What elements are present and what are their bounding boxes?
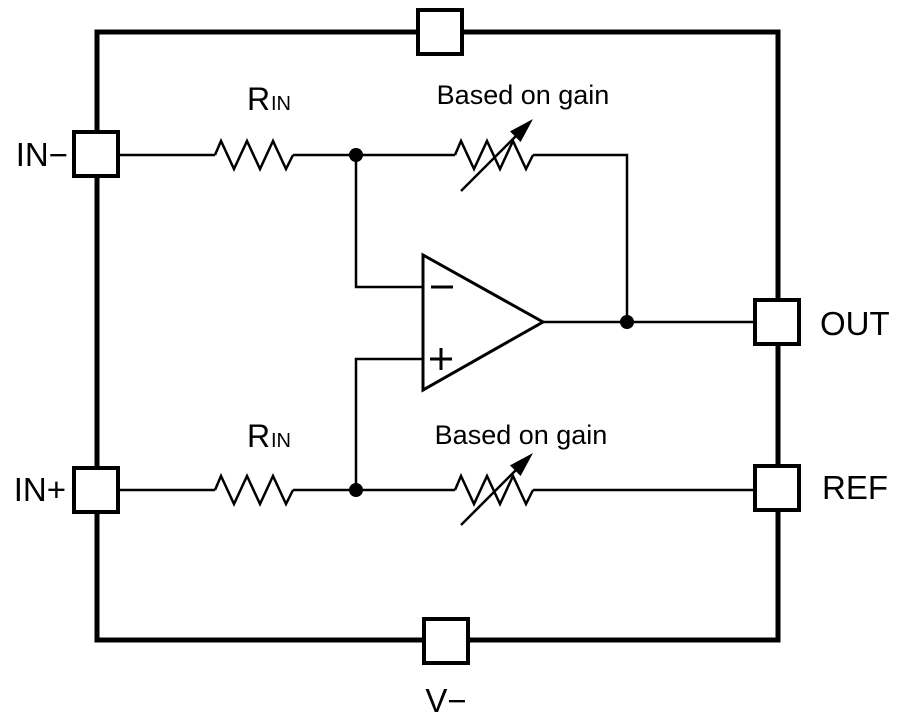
pin-label-v-minus: V− <box>425 682 466 719</box>
gain-note-bottom: Based on gain <box>435 420 608 450</box>
resistor-rin-bottom-label: R <box>247 418 270 454</box>
variable-resistor-bottom <box>453 453 535 526</box>
variable-resistor-top <box>453 119 535 192</box>
variable-resistor-top-zigzag <box>453 137 535 172</box>
variable-resistor-top-arrow-shaft <box>460 133 519 192</box>
pin-bottom-vminus <box>422 617 470 665</box>
resistor-rin-top-label: R <box>247 81 270 117</box>
pin-top-supply <box>416 8 464 56</box>
pin-out <box>753 298 801 346</box>
pin-label-in-plus: IN+ <box>14 471 66 508</box>
junction-dot-top <box>349 148 363 162</box>
pin-label-ref: REF <box>822 469 888 506</box>
variable-resistor-bottom-arrow-head <box>510 453 533 476</box>
resistor-rin-top <box>213 137 295 172</box>
gain-note-top: Based on gain <box>437 80 610 110</box>
wire-noninverting-input <box>354 357 423 490</box>
opamp <box>421 252 547 393</box>
opamp-triangle <box>421 252 547 393</box>
variable-resistor-bottom-zigzag <box>453 472 535 507</box>
variable-resistor-bottom-arrow-shaft <box>460 467 519 526</box>
junction-dot-bottom <box>349 483 363 497</box>
resistor-rin-bottom-subscript: IN <box>271 430 291 452</box>
opamp-plus-sign <box>430 348 452 370</box>
pin-label-out: OUT <box>820 305 890 342</box>
wires <box>118 153 755 492</box>
wire-inverting-input <box>354 155 423 289</box>
pin-in-plus <box>72 466 120 514</box>
pin-label-in-minus: IN− <box>16 136 68 173</box>
resistor-rin-top-subscript: IN <box>271 93 291 115</box>
junction-dot-output <box>620 315 634 329</box>
pin-ref <box>753 464 801 512</box>
pin-in-minus <box>72 130 120 178</box>
wire-varres-top-to-output-node <box>533 153 629 322</box>
resistor-rin-bottom <box>213 472 295 507</box>
variable-resistor-top-arrow-head <box>510 119 533 142</box>
